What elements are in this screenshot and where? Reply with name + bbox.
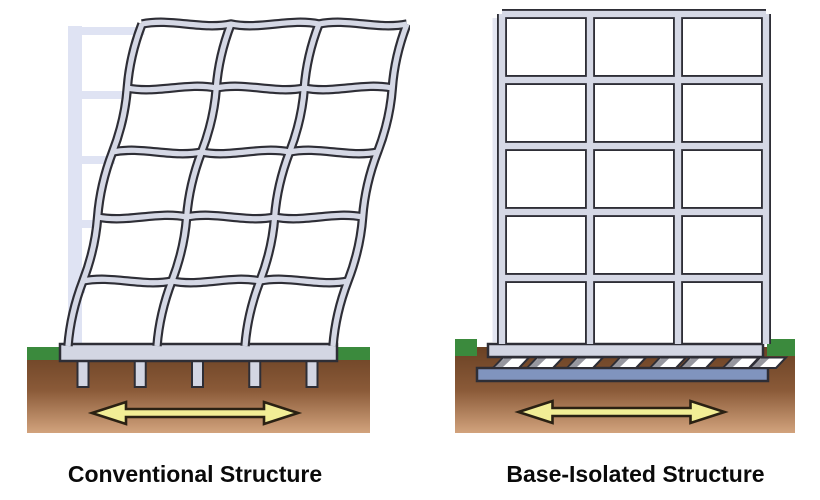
building-base-plate: [486, 342, 765, 359]
ground-motion-arrow-icon: [514, 399, 729, 425]
conventional-structure-diagram: [27, 17, 410, 433]
base-slab: [475, 366, 770, 383]
deformed-building-frame: [63, 17, 410, 347]
caption-base-isolated: Base-Isolated Structure: [506, 461, 765, 487]
caption-conventional: Conventional Structure: [67, 461, 323, 487]
building-frame: [492, 9, 771, 344]
ground-motion-arrow-icon: [87, 400, 303, 426]
grass: [27, 347, 370, 360]
foundation-plate: [58, 342, 339, 363]
base-isolated-structure-diagram: [455, 9, 795, 433]
grass: [455, 339, 795, 356]
